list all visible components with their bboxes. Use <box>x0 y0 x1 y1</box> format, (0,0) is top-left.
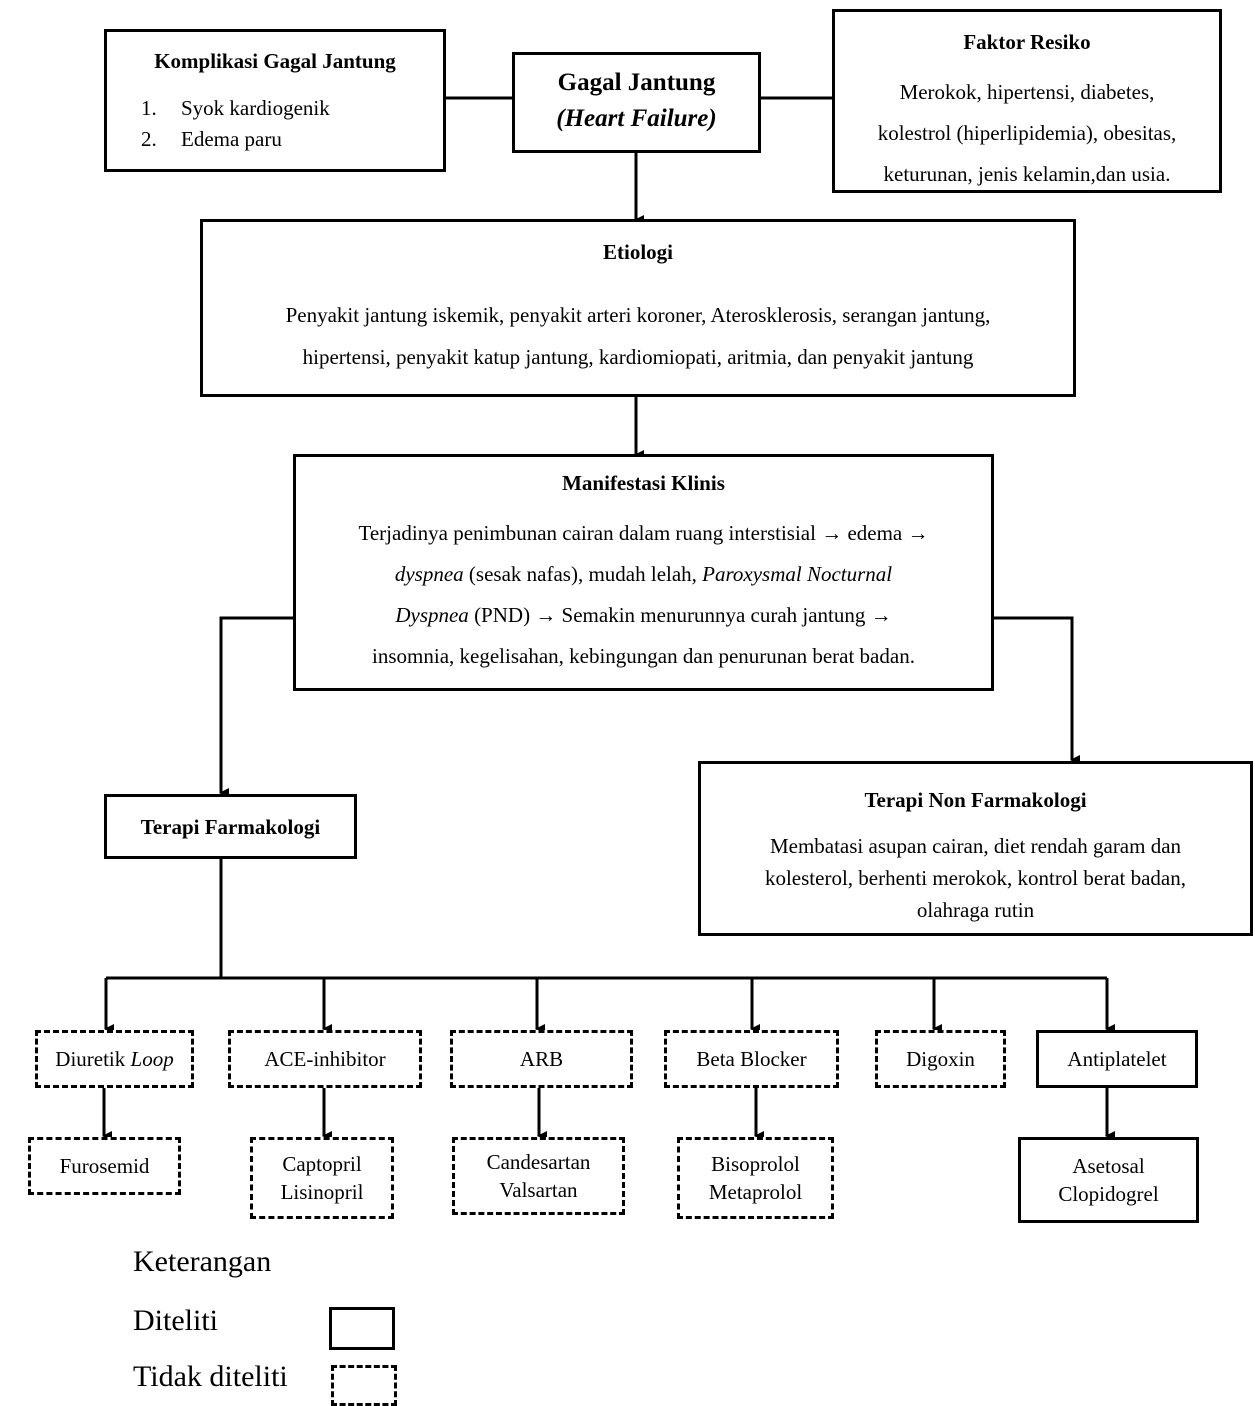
drug-class-beta-blocker: Beta Blocker <box>664 1030 839 1088</box>
manifestasi-text-span: (PND) → Semakin menurunnya curah jantung… <box>468 603 892 627</box>
drug-class-label: ARB <box>519 1047 564 1071</box>
nonfarmakologi-title: Terapi Non Farmakologi <box>864 788 1087 812</box>
drug-example-candesartan-valsartan: Candesartan Valsartan <box>452 1137 625 1215</box>
komplikasi-item: 1. Syok kardiogenik <box>141 96 330 121</box>
farmakologi-box: Terapi Farmakologi <box>104 794 357 859</box>
etiologi-title: Etiologi <box>602 240 673 264</box>
etiologi-box: Etiologi Penyakit jantung iskemik, penya… <box>200 219 1076 397</box>
faktor-box: Faktor Resiko Merokok, hipertensi, diabe… <box>832 9 1222 193</box>
nonfarmakologi-line: Membatasi asupan cairan, diet rendah gar… <box>769 834 1182 858</box>
manifestasi-line: dyspnea (sesak nafas), mudah lelah, Paro… <box>296 554 991 595</box>
faktor-title: Faktor Resiko <box>963 30 1091 54</box>
drug-example-label: Metaprolol <box>708 1180 803 1204</box>
nonfarmakologi-line: kolesterol, berhenti merokok, kontrol be… <box>764 866 1187 890</box>
drug-example-label: Bisoprolol <box>711 1152 800 1176</box>
komplikasi-item-num: 2. <box>141 127 157 151</box>
drug-example-label: Clopidogrel <box>1058 1182 1159 1206</box>
manifestasi-line: Terjadinya penimbunan cairan dalam ruang… <box>358 521 929 545</box>
legend-solid-label: Diteliti <box>133 1304 218 1337</box>
nonfarmakologi-box: Terapi Non Farmakologi Membatasi asupan … <box>698 761 1253 936</box>
legend-solid-swatch <box>329 1307 395 1350</box>
manifestasi-text-span: (sesak nafas), mudah lelah, <box>463 562 703 586</box>
nonfarmakologi-text: Membatasi asupan cairan, diet rendah gar… <box>701 830 1250 926</box>
arrow-manifestasi-nonfarmakologi <box>993 616 1080 765</box>
drug-class-label: Digoxin <box>906 1047 975 1071</box>
drug-class-label-text: Diuretik <box>55 1047 131 1071</box>
komplikasi-box: Komplikasi Gagal Jantung 1. Syok kardioge… <box>104 29 446 172</box>
dyspnea-term: Dyspnea <box>395 603 469 627</box>
legend-title: Keterangan <box>133 1245 272 1278</box>
main-subtitle: (Heart Failure) <box>556 105 717 132</box>
drug-class-label-italic: Loop <box>130 1047 174 1071</box>
komplikasi-item-num: 1. <box>141 96 157 120</box>
drug-example-captopril-lisinopril: Captopril Lisinopril <box>250 1137 394 1219</box>
etiologi-text: Penyakit jantung iskemik, penyakit arter… <box>203 294 1073 378</box>
drug-class-label: ACE-inhibitor <box>264 1047 386 1071</box>
farmakologi-title: Terapi Farmakologi <box>140 815 321 839</box>
faktor-text: Merokok, hipertensi, diabetes, kolestrol… <box>835 72 1219 195</box>
pnd-term: Paroxysmal Nocturnal <box>702 562 893 586</box>
drug-class-loop-diuretic: Diuretik Loop <box>35 1030 194 1088</box>
komplikasi-item-text: Syok kardiogenik <box>181 96 330 120</box>
drug-class-arb: ARB <box>450 1030 633 1088</box>
dyspnea-term: dyspnea <box>394 562 464 586</box>
komplikasi-item: 2. Edema paru <box>141 127 282 152</box>
manifestasi-text: Terjadinya penimbunan cairan dalam ruang… <box>296 513 991 677</box>
drug-example-label: Candesartan <box>486 1150 591 1174</box>
faktor-line: keturunan, jenis kelamin,dan usia. <box>883 162 1171 186</box>
drug-example-label: Captopril <box>282 1152 362 1176</box>
drug-example-label: Furosemid <box>59 1154 150 1178</box>
drug-example-label: Asetosal <box>1072 1154 1145 1178</box>
legend-dashed-label: Tidak diteliti <box>133 1360 288 1393</box>
legend-dashed-swatch <box>331 1365 397 1406</box>
arrow-manifestasi-farmakologi <box>219 616 294 798</box>
etiologi-line: Penyakit jantung iskemik, penyakit arter… <box>285 303 991 327</box>
main-box: Gagal Jantung (Heart Failure) <box>512 52 761 153</box>
etiologi-line: hipertensi, penyakit katup jantung, kard… <box>302 345 974 369</box>
drug-example-label: Valsartan <box>499 1178 578 1202</box>
manifestasi-box: Manifestasi Klinis Terjadinya penimbunan… <box>293 454 994 691</box>
manifestasi-line: insomnia, kegelisahan, kebingungan dan p… <box>372 644 915 668</box>
manifestasi-title: Manifestasi Klinis <box>562 471 725 495</box>
manifestasi-line: Dyspnea (PND) → Semakin menurunnya curah… <box>296 595 991 636</box>
drug-example-furosemid: Furosemid <box>28 1137 181 1195</box>
drug-example-asetosal-clopidogrel: Asetosal Clopidogrel <box>1018 1137 1199 1223</box>
drug-example-bisoprolol-metaprolol: Bisoprolol Metaprolol <box>677 1137 834 1219</box>
drug-class-label: Beta Blocker <box>696 1047 807 1071</box>
drug-example-label: Lisinopril <box>280 1180 364 1204</box>
drug-class-label: Diuretik Loop <box>55 1045 173 1073</box>
komplikasi-title: Komplikasi Gagal Jantung <box>154 49 396 73</box>
drug-class-label: Antiplatelet <box>1067 1047 1167 1071</box>
nonfarmakologi-line: olahraga rutin <box>916 898 1035 922</box>
drug-class-antiplatelet: Antiplatelet <box>1036 1030 1198 1088</box>
drug-class-digoxin: Digoxin <box>875 1030 1006 1088</box>
faktor-line: kolestrol (hiperlipidemia), obesitas, <box>877 121 1177 145</box>
drug-class-ace-inhibitor: ACE-inhibitor <box>228 1030 422 1088</box>
main-title: Gagal Jantung <box>557 69 716 96</box>
faktor-line: Merokok, hipertensi, diabetes, <box>899 80 1155 104</box>
komplikasi-item-text: Edema paru <box>181 127 282 151</box>
